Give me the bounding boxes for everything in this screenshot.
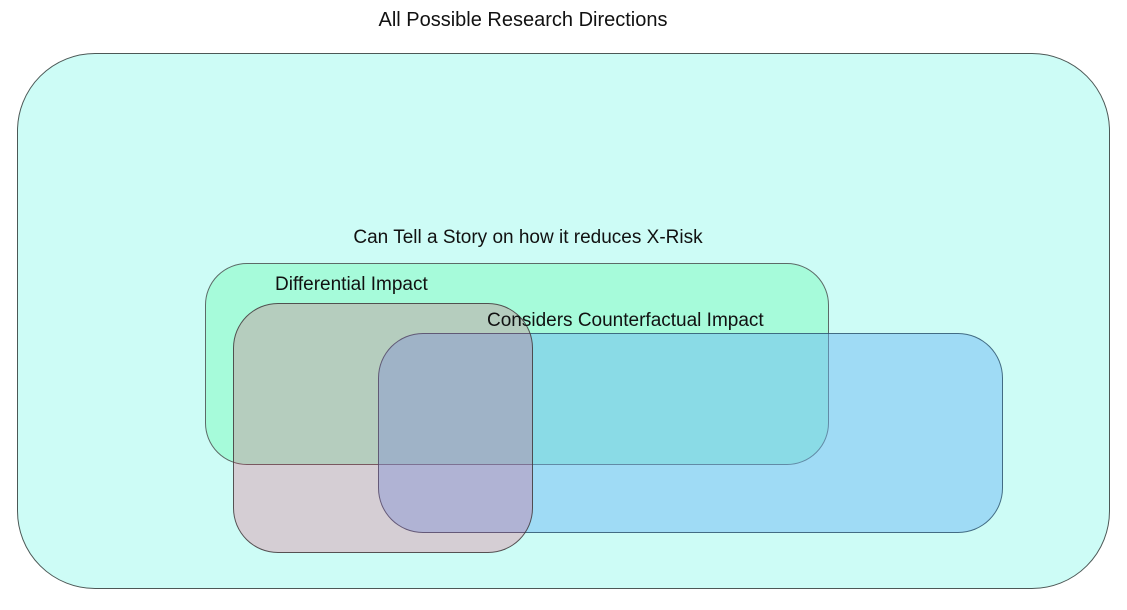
label-considers-counterfactual-impact: Considers Counterfactual Impact [487,310,764,331]
set-differential-impact [233,303,533,553]
label-all-possible-research-directions: All Possible Research Directions [378,9,668,31]
set-considers-counterfactual-impact [378,333,1003,533]
label-differential-impact: Differential Impact [275,274,428,295]
label-can-tell-a-story: Can Tell a Story on how it reduces X-Ris… [353,227,703,248]
set-can-tell-a-story [205,263,829,465]
